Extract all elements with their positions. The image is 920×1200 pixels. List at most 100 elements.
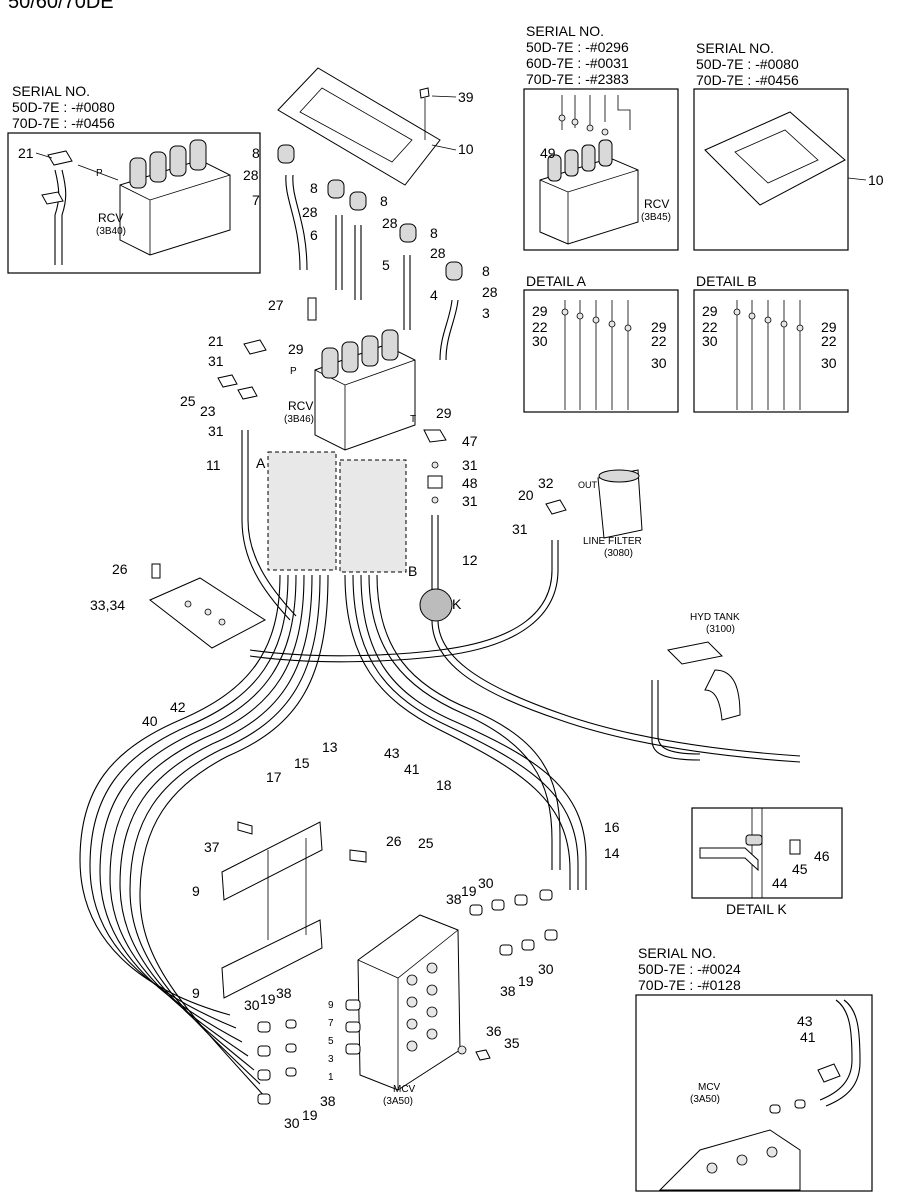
marker-a: A [256, 455, 266, 471]
callout-31: 31 [208, 353, 224, 369]
inset-frame [523, 289, 679, 413]
serial-inset-top-right: SERIAL NO. 50D-7E : -#0080 70D-7E : -#04… [693, 40, 884, 251]
inset-frame [635, 994, 873, 1192]
callout-31: 31 [512, 521, 528, 537]
serial-inset-top-left: SERIAL NO. 50D-7E : -#0080 70D-7E : -#04… [7, 83, 261, 274]
callout-11: 11 [206, 457, 221, 473]
serial-line: 50D-7E : -#0296 [526, 39, 629, 55]
detail-a-title: DETAIL A [526, 273, 587, 289]
serial-line: 70D-7E : -#2383 [526, 71, 629, 87]
port-label-p: P [290, 366, 297, 377]
callout-30: 30 [532, 333, 548, 349]
hatch-area-a: A [256, 451, 337, 571]
port-label-t: T [410, 414, 416, 425]
callout-7: 7 [252, 192, 260, 208]
callout-19: 19 [461, 883, 477, 899]
callout-22: 22 [532, 319, 548, 335]
callout-18: 18 [436, 777, 452, 793]
serial-inset-bottom-right: SERIAL NO. 50D-7E : -#0024 70D-7E : -#01… [635, 945, 873, 1192]
mcv-code: (3A50) [690, 1094, 720, 1105]
detail-k-marker: K [419, 588, 462, 622]
callout-29: 29 [436, 405, 452, 421]
callout-28: 28 [430, 245, 446, 261]
callout-9: 9 [192, 883, 200, 899]
callout-20: 20 [518, 487, 534, 503]
callout-38: 38 [500, 983, 516, 999]
hatch-area-b: B [339, 459, 417, 579]
callout-5: 5 [382, 257, 390, 273]
port-number: 9 [328, 1000, 334, 1011]
marker-k: K [452, 596, 462, 612]
callout-3: 3 [482, 305, 490, 321]
callout-31: 31 [462, 493, 478, 509]
callout-6: 6 [310, 227, 318, 243]
callout-25: 25 [418, 835, 434, 851]
callout-8: 8 [252, 145, 260, 161]
callout-30: 30 [244, 997, 260, 1013]
callout-39: 39 [458, 89, 474, 105]
callout-28: 28 [302, 204, 318, 220]
callout-44: 44 [772, 875, 788, 891]
callout-28: 28 [243, 167, 259, 183]
rcv-label: RCV [288, 399, 313, 413]
brackets: 37 26 25 9 9 [192, 821, 434, 1001]
page-header: 50/60/70DE [8, 0, 114, 13]
callout-25: 25 [180, 393, 196, 409]
rcv-code: (3B40) [96, 226, 126, 237]
callout-29: 29 [702, 303, 718, 319]
callout-46: 46 [814, 848, 830, 864]
callout-45: 45 [792, 861, 808, 877]
inset-frame [523, 88, 679, 251]
callout-41: 41 [800, 1029, 816, 1045]
serial-line: 70D-7E : -#0456 [12, 115, 115, 131]
mcv-code: (3A50) [383, 1096, 413, 1107]
mcv-main: MCV (3A50) 36 35 [345, 914, 520, 1107]
inset-frame [7, 132, 261, 274]
mcv-right-fittings: 38 19 30 30 19 38 [446, 875, 558, 999]
port-number: 5 [328, 1036, 334, 1047]
callout-30: 30 [538, 961, 554, 977]
callout-27: 27 [268, 297, 284, 313]
hyd-tank-label: HYD TANK [690, 612, 740, 623]
mcv-label: MCV [393, 1084, 416, 1095]
callout-17: 17 [266, 769, 282, 785]
port-number: 1 [328, 1072, 334, 1083]
callout-13: 13 [322, 739, 338, 755]
callout-9: 9 [192, 985, 200, 1001]
rcv-code: (3B45) [641, 212, 671, 223]
rcv-label: RCV [98, 211, 123, 225]
callout-22: 22 [702, 319, 718, 335]
callout-30: 30 [702, 333, 718, 349]
line-filter: OUT LINE FILTER (3080) 32 20 31 [249, 469, 643, 663]
callout-22: 22 [821, 333, 837, 349]
serial-title: SERIAL NO. [696, 40, 774, 56]
callout-33-34: 33,34 [90, 597, 125, 613]
callout-21: 21 [208, 333, 224, 349]
callout-28: 28 [382, 215, 398, 231]
callout-31: 31 [462, 457, 478, 473]
callout-19: 19 [518, 973, 534, 989]
line-filter-label: LINE FILTER [583, 536, 642, 547]
callout-29: 29 [288, 341, 304, 357]
callout-38: 38 [276, 985, 292, 1001]
hyd-tank-code: (3100) [706, 624, 735, 635]
detail-k-title: DETAIL K [726, 901, 787, 917]
callout-29: 29 [532, 303, 548, 319]
inset-frame [693, 289, 849, 413]
callout-37: 37 [204, 839, 220, 855]
rcv-main: RCV (3B46) P T 21 29 31 25 23 31 29 47 [180, 329, 478, 451]
control-levers: 8 28 7 8 28 6 8 28 5 8 28 4 8 28 3 27 [243, 144, 498, 361]
callout-43: 43 [384, 745, 400, 761]
callout-8: 8 [310, 180, 318, 196]
rcv-label: RCV [644, 197, 669, 211]
callout-29: 29 [821, 319, 837, 335]
mcv-label: MCV [698, 1082, 721, 1093]
port-number: 7 [328, 1018, 334, 1029]
line-filter-code: (3080) [604, 548, 633, 559]
callout-48: 48 [462, 475, 478, 491]
callout-8: 8 [430, 225, 438, 241]
callout-31: 31 [208, 423, 224, 439]
inset-frame [693, 88, 849, 251]
callout-21: 21 [18, 145, 34, 161]
callout-16: 16 [604, 819, 620, 835]
